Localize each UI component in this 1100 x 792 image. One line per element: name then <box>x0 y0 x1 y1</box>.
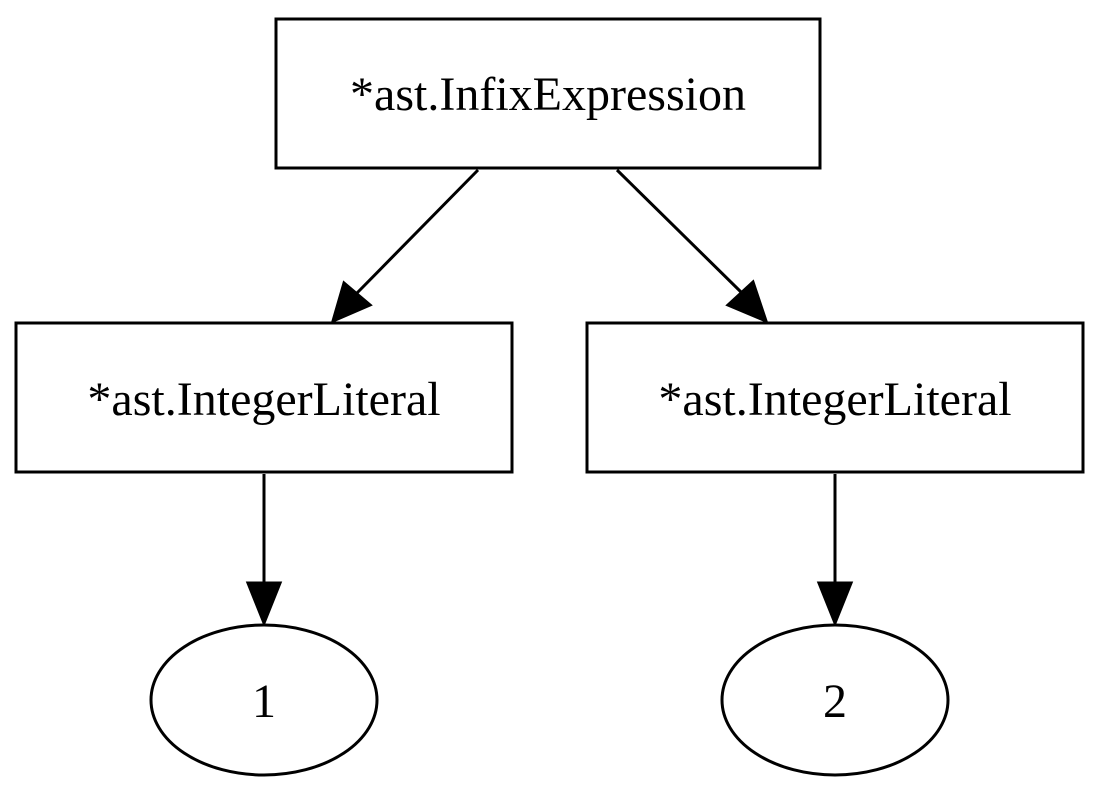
edge-root-to-left <box>330 168 480 324</box>
arrowhead-icon <box>725 279 769 324</box>
node-left-label: *ast.IntegerLiteral <box>87 373 440 426</box>
node-left-value: 1 <box>149 623 379 777</box>
node-left-value-label: 1 <box>252 675 276 728</box>
edge-right-to-value <box>816 474 854 628</box>
node-right-value: 2 <box>720 623 950 777</box>
node-left: *ast.IntegerLiteral <box>14 321 514 474</box>
edge-root-to-right <box>615 168 769 324</box>
node-right-label: *ast.IntegerLiteral <box>658 373 1011 426</box>
node-right: *ast.IntegerLiteral <box>585 321 1085 474</box>
edge-left-to-value <box>245 474 283 628</box>
node-root-label: *ast.InfixExpression <box>350 68 746 121</box>
node-root: *ast.InfixExpression <box>274 17 822 170</box>
arrowhead-icon <box>330 280 373 324</box>
arrowhead-icon <box>816 581 854 628</box>
node-right-value-label: 2 <box>823 675 847 728</box>
arrowhead-icon <box>245 581 283 628</box>
